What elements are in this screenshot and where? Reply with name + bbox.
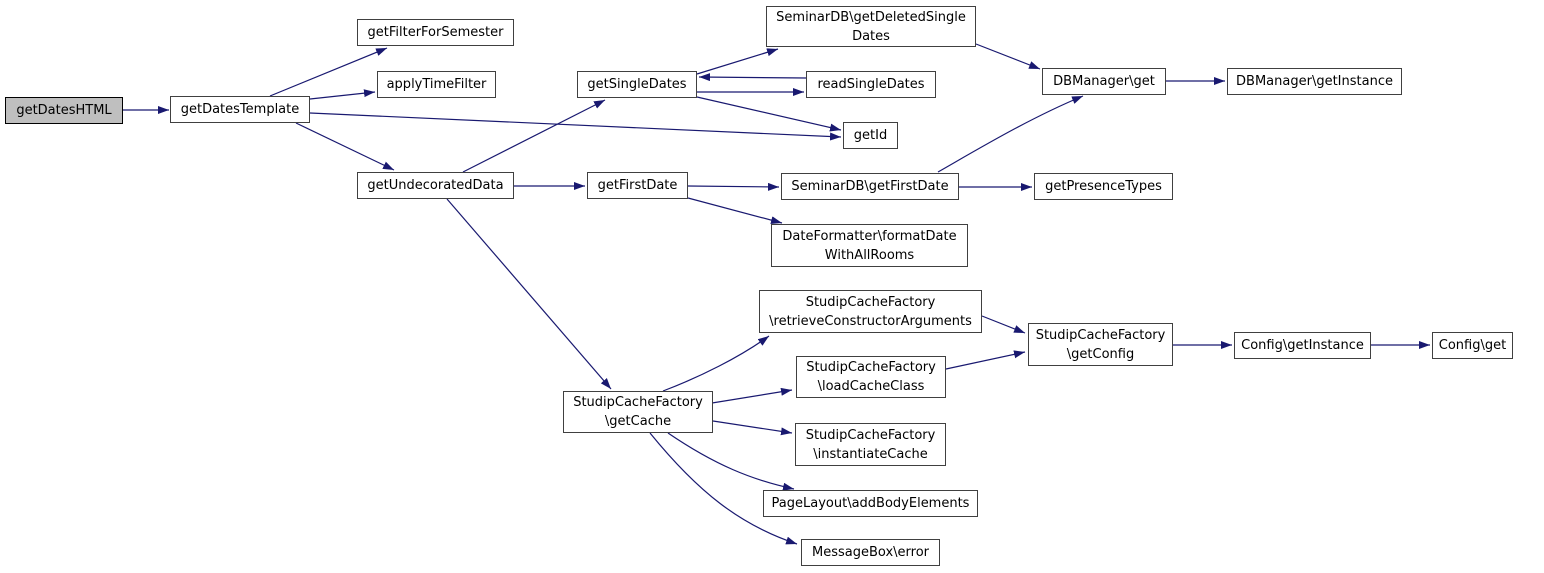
node-label: SeminarDB\getFirstDate — [791, 179, 949, 194]
node-label: getDatesHTML — [16, 103, 112, 118]
node-label: getDatesTemplate — [180, 102, 300, 117]
node-applyTimeFilter[interactable]: applyTimeFilter — [377, 71, 496, 98]
edge-getFirstDate-to-SeminarDB_getFirstDate — [687, 182, 780, 191]
node-label: DBManager\get — [1053, 74, 1155, 89]
node-label: DBManager\getInstance — [1236, 74, 1393, 89]
edge-SeminarDB_getDeletedSingleDates-to-DBManager_get — [975, 43, 1041, 70]
edge-getFirstDate-to-DateFormatter_formatDateWithAllRooms — [687, 197, 783, 225]
edge-getDatesTemplate-to-getUndecoratedData — [295, 122, 395, 171]
node-Config_get[interactable]: Config\get — [1432, 332, 1513, 359]
node-MessageBox_error[interactable]: MessageBox\error — [801, 539, 940, 566]
edge-readSingleDates-to-getSingleDates — [698, 73, 807, 82]
edge-StudipCacheFactory_getCache-to-MessageBox_error — [649, 432, 798, 545]
node-label: getFilterForSemester — [367, 25, 504, 40]
node-label: SeminarDB\getDeletedSingle — [776, 9, 966, 25]
node-DBManager_get[interactable]: DBManager\get — [1042, 68, 1166, 95]
edge-StudipCacheFactory_getCache-to-StudipCacheFactory_instantiateCache — [712, 420, 793, 436]
node-label: \instantiateCache — [813, 446, 928, 462]
node-label: getFirstDate — [597, 178, 678, 193]
node-readSingleDates[interactable]: readSingleDates — [806, 71, 936, 98]
node-getDatesHTML: getDatesHTML — [5, 97, 123, 124]
node-label: Config\getInstance — [1241, 338, 1364, 353]
node-label: StudipCacheFactory — [1035, 327, 1166, 343]
node-label: PageLayout\addBodyElements — [771, 496, 970, 511]
node-DBManager_getInstance[interactable]: DBManager\getInstance — [1227, 68, 1402, 95]
node-label: StudipCacheFactory — [806, 360, 936, 375]
node-Config_getInstance[interactable]: Config\getInstance — [1234, 332, 1371, 359]
node-getPresenceTypes[interactable]: getPresenceTypes — [1034, 173, 1173, 200]
node-label: DateFormatter\formatDate — [782, 228, 957, 244]
node-getFirstDate[interactable]: getFirstDate — [587, 172, 688, 199]
edge-getUndecoratedData-to-getSingleDates — [462, 99, 606, 173]
node-label: StudipCacheFactory — [573, 395, 703, 410]
node-label: readSingleDates — [817, 77, 925, 92]
node-label: getPresenceTypes — [1045, 179, 1162, 194]
edge-getSingleDates-to-getId — [696, 96, 842, 132]
node-label: Config\get — [1438, 338, 1507, 353]
node-getSingleDates[interactable]: getSingleDates — [577, 71, 697, 98]
node-getDatesTemplate[interactable]: getDatesTemplate — [170, 96, 310, 123]
node-getFilterForSemester[interactable]: getFilterForSemester — [357, 19, 514, 46]
node-label: getUndecoratedData — [367, 178, 504, 193]
node-label: \loadCacheClass — [817, 379, 925, 394]
node-PageLayout_addBodyElements[interactable]: PageLayout\addBodyElements — [763, 490, 978, 517]
node-getId[interactable]: getId — [843, 122, 898, 149]
edge-StudipCacheFactory_getCache-to-StudipCacheFactory_loadCacheClass — [711, 387, 793, 404]
edge-getSingleDates-to-SeminarDB_getDeletedSingleDates — [696, 48, 779, 75]
node-label: \getConfig — [1066, 346, 1135, 362]
node-StudipCacheFactory_loadCacheClass[interactable]: StudipCacheFactory \loadCacheClass — [796, 356, 946, 398]
edge-SeminarDB_getFirstDate-to-DBManager_get — [937, 95, 1084, 173]
node-StudipCacheFactory_getCache[interactable]: StudipCacheFactory \getCache — [563, 391, 713, 433]
node-getUndecoratedData[interactable]: getUndecoratedData — [357, 172, 514, 199]
node-label: Dates — [852, 28, 890, 44]
edge-getUndecoratedData-to-StudipCacheFactory_getCache — [446, 198, 612, 390]
node-label: applyTimeFilter — [386, 77, 487, 92]
node-StudipCacheFactory_retrieveConstructorArguments[interactable]: StudipCacheFactory \retrieveConstructorAr… — [759, 290, 982, 333]
edge-getDatesTemplate-to-getId — [309, 112, 842, 141]
node-SeminarDB_getFirstDate[interactable]: SeminarDB\getFirstDate — [781, 173, 959, 200]
node-StudipCacheFactory_getConfig[interactable]: StudipCacheFactory \getConfig — [1028, 323, 1173, 366]
edge-getDatesTemplate-to-applyTimeFilter — [309, 89, 376, 100]
edge-StudipCacheFactory_loadCacheClass-to-StudipCacheFactory_getConfig — [945, 350, 1026, 370]
edge-StudipCacheFactory_getCache-to-PageLayout_addBodyElements — [667, 432, 795, 491]
node-label: \retrieveConstructorArguments — [769, 313, 972, 329]
node-label: WithAllRooms — [824, 247, 915, 263]
node-label: getId — [853, 128, 888, 143]
node-label: StudipCacheFactory — [805, 294, 936, 310]
node-StudipCacheFactory_instantiateCache[interactable]: StudipCacheFactory \instantiateCache — [795, 423, 946, 466]
edge-getDatesTemplate-to-getFilterForSemester — [269, 47, 388, 97]
edge-StudipCacheFactory_getCache-to-StudipCacheFactory_retrieveConstructorArguments — [662, 335, 770, 392]
node-label: getSingleDates — [587, 77, 687, 92]
node-label: StudipCacheFactory — [805, 427, 936, 443]
node-label: \getCache — [604, 414, 672, 429]
edge-StudipCacheFactory_retrieveConstructorArguments-to-StudipCacheFactory_getConfig — [981, 315, 1026, 334]
node-label: MessageBox\error — [812, 545, 929, 560]
